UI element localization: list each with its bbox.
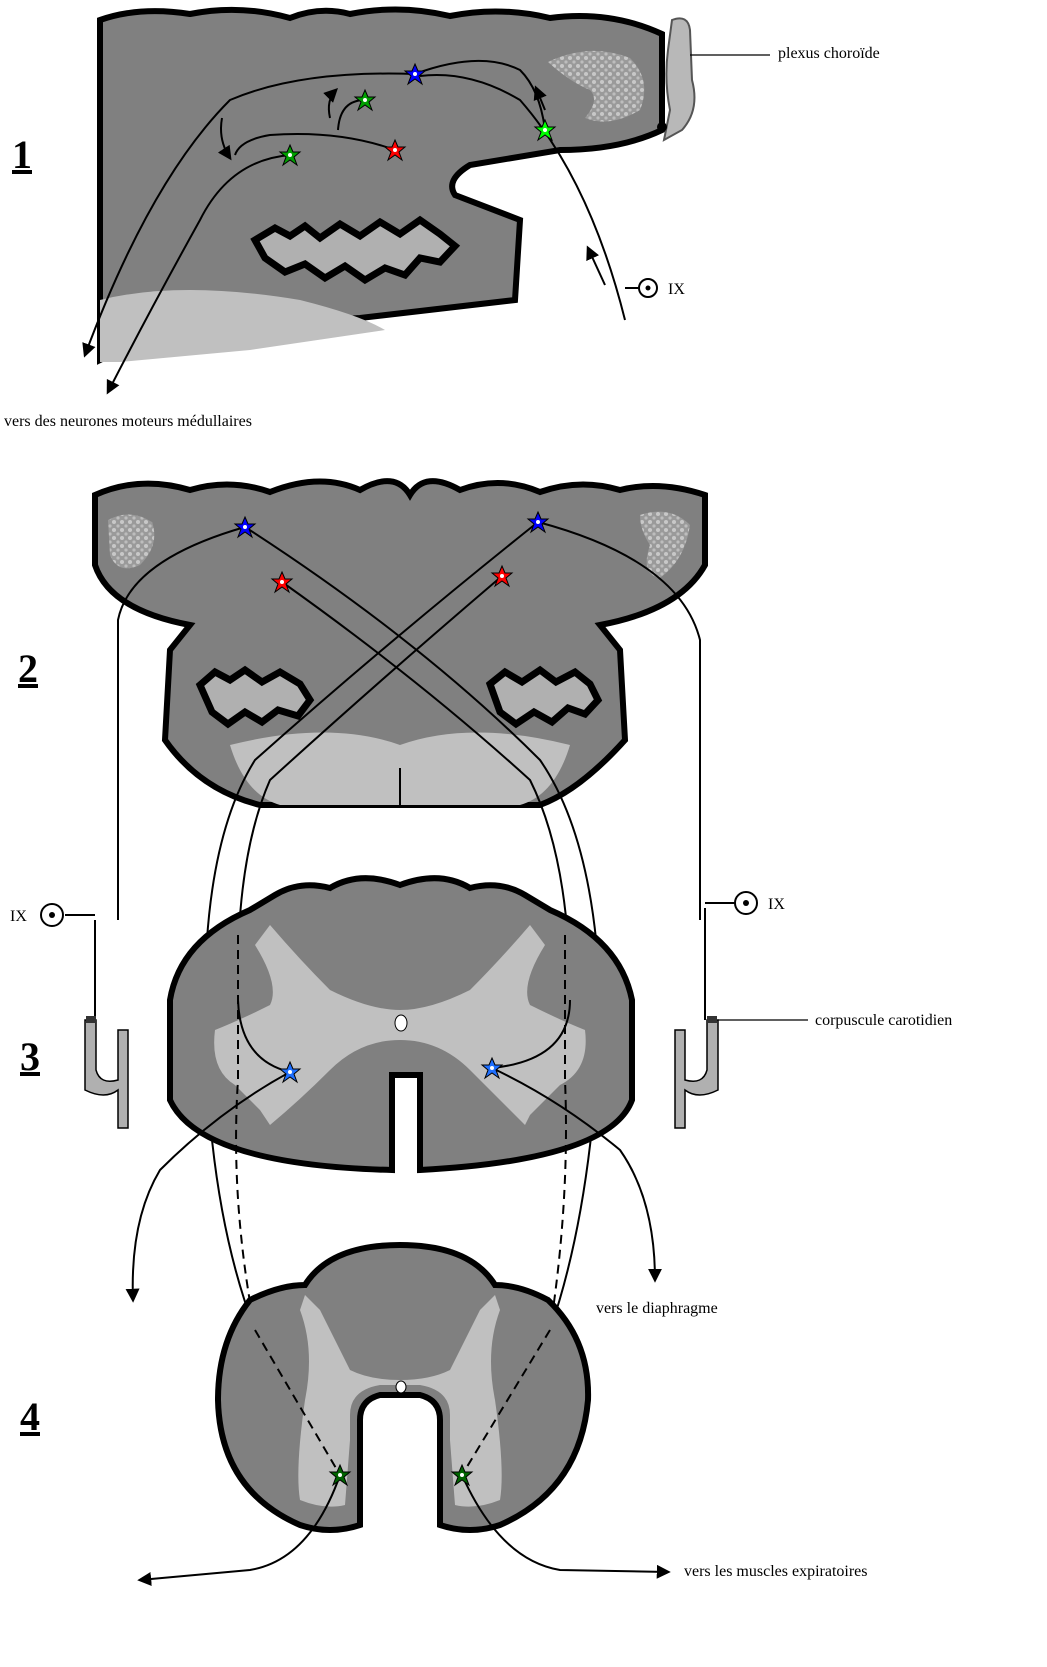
panel-number-2: 2 bbox=[18, 646, 38, 691]
medullary-motor-neurons-label: vers des neurones moteurs médullaires bbox=[4, 413, 252, 430]
nerve-ix-symbol-dot-p1 bbox=[646, 286, 651, 291]
central-canal-p3 bbox=[395, 1015, 407, 1031]
diaphragm-label: vers le diaphragme bbox=[596, 1300, 718, 1317]
panel-number-3: 3 bbox=[20, 1034, 40, 1079]
ascending-arrow-p1 bbox=[588, 248, 605, 285]
panel-number-1: 1 bbox=[12, 132, 32, 177]
choroid-plexus bbox=[664, 18, 694, 140]
carotid-body-right bbox=[675, 1016, 718, 1128]
nerve-ix-symbol-dot-left bbox=[49, 912, 55, 918]
carotid-body-label: corpuscule carotidien bbox=[815, 1012, 952, 1029]
inferior-olive-p2-left bbox=[200, 670, 310, 724]
central-canal-p4 bbox=[396, 1381, 406, 1393]
carotid-body-left bbox=[85, 1016, 128, 1128]
nerve-ix-label-p1: IX bbox=[668, 281, 685, 298]
nerve-ix-label-left: IX bbox=[10, 908, 27, 925]
expiratory-muscles-label: vers les muscles expiratoires bbox=[684, 1563, 868, 1580]
panel-3: 3 IX IX bbox=[10, 878, 952, 1330]
panel-number-4: 4 bbox=[20, 1394, 40, 1439]
panel-1: 1 plexus choroïde IX bbox=[4, 9, 880, 430]
inferior-olive-p2-right bbox=[490, 670, 598, 724]
choroid-plexus-label: plexus choroïde bbox=[778, 45, 880, 62]
nerve-ix-label-right: IX bbox=[768, 896, 785, 913]
nerve-ix-symbol-dot-right bbox=[743, 900, 749, 906]
panel-4: 4 vers les muscles expiratoires bbox=[20, 1245, 868, 1580]
